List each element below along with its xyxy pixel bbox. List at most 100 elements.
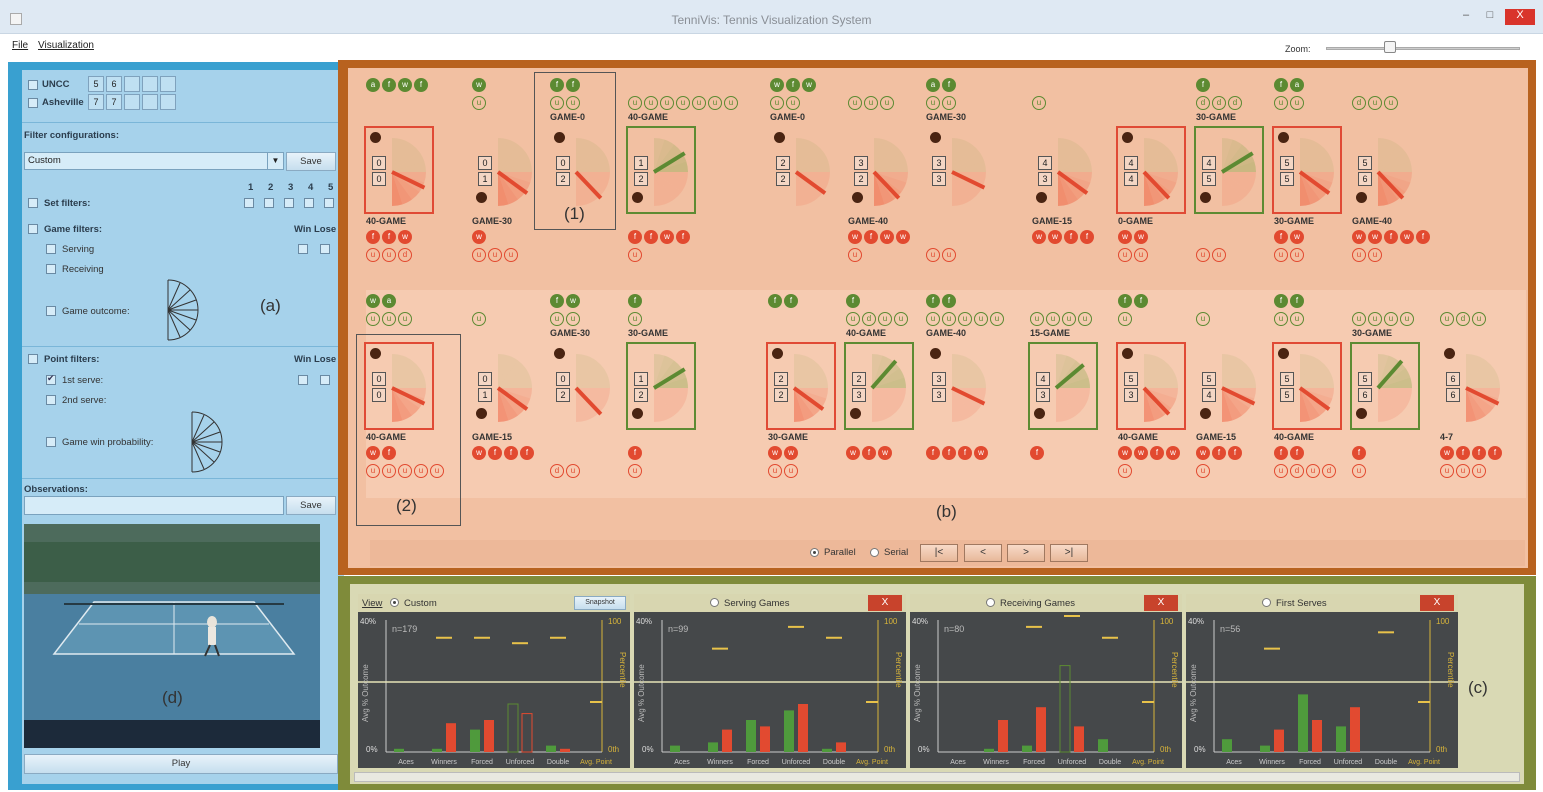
first-serve-checkbox[interactable] (46, 373, 56, 385)
first-serve-win-checkbox[interactable] (298, 375, 308, 385)
game-box-red[interactable] (364, 126, 434, 214)
point-outcome-marker: w (1118, 446, 1132, 460)
win-probability-fan (792, 354, 828, 422)
game-box-red[interactable] (1116, 342, 1186, 430)
next-game-button[interactable]: > (1007, 544, 1045, 562)
point-outcome-marker: d (1352, 96, 1366, 110)
set-filter-checkbox[interactable] (304, 198, 314, 208)
close-pane-button[interactable]: X (1144, 595, 1178, 611)
point-outcome-marker: f (414, 78, 428, 92)
first-serve-lose-checkbox[interactable] (320, 375, 330, 385)
point-outcome-marker: u (488, 248, 502, 262)
observations-input[interactable] (24, 496, 284, 515)
team-asheville-checkbox[interactable] (28, 98, 38, 108)
point-outcome-marker: u (1384, 96, 1398, 110)
point-outcome-marker: w (1368, 230, 1382, 244)
second-serve-checkbox[interactable] (46, 395, 56, 405)
zoom-slider-track[interactable] (1326, 47, 1520, 50)
zoom-slider-thumb[interactable] (1384, 41, 1396, 53)
point-outcome-marker: u (628, 248, 642, 262)
set-filter-checkbox[interactable] (264, 198, 274, 208)
team-uncc-checkbox[interactable] (28, 80, 38, 90)
view-radio[interactable] (986, 598, 995, 607)
filter-config-select[interactable]: Custom ▼ (24, 152, 284, 170)
parallel-radio[interactable] (810, 548, 819, 557)
serving-win-checkbox[interactable] (298, 244, 308, 254)
serve-indicator-dot (1278, 348, 1289, 359)
point-outcome-marker: u (1290, 312, 1304, 326)
serve-indicator-dot (1122, 132, 1133, 143)
video-player[interactable]: (d) (24, 524, 320, 748)
first-game-button[interactable]: |< (920, 544, 958, 562)
game-box-red[interactable] (1116, 126, 1186, 214)
game-box-red[interactable] (766, 342, 836, 430)
snapshot-button[interactable]: Snapshot (574, 596, 626, 610)
set-filter-checkbox[interactable] (244, 198, 254, 208)
menu-visualization[interactable]: Visualization (38, 40, 94, 51)
point-outcome-marker: u (1196, 248, 1210, 262)
maximize-button[interactable]: □ (1486, 9, 1494, 21)
close-pane-button[interactable]: X (868, 595, 902, 611)
point-outcome-marker: f (784, 294, 798, 308)
point-outcome-marker: u (1290, 96, 1304, 110)
game-score-box: 3 (854, 156, 868, 170)
serving-lose-checkbox[interactable] (320, 244, 330, 254)
game-outcome-checkbox[interactable] (46, 306, 56, 316)
point-outcome-marker: u (1400, 312, 1414, 326)
point-outcome-marker: d (1196, 96, 1210, 110)
save-config-button[interactable]: Save (286, 152, 336, 171)
point-outcome-marker: u (926, 312, 940, 326)
serve-indicator-dot (1034, 408, 1045, 419)
win-probability-fan (1298, 354, 1334, 422)
view-radio[interactable] (710, 598, 719, 607)
view-radio[interactable] (1262, 598, 1271, 607)
game-box-red[interactable] (1272, 342, 1342, 430)
chevron-down-icon[interactable]: ▼ (267, 153, 283, 169)
play-button[interactable]: Play (24, 754, 338, 774)
save-observation-button[interactable]: Save (286, 496, 336, 515)
point-outcome-marker: d (1456, 312, 1470, 326)
last-game-button[interactable]: >| (1050, 544, 1088, 562)
minimize-button[interactable]: – (1462, 9, 1470, 21)
serving-checkbox[interactable] (46, 244, 56, 254)
point-outcome-marker: f (1212, 446, 1226, 460)
game-box-green[interactable] (844, 342, 914, 430)
set-filter-checkbox[interactable] (284, 198, 294, 208)
close-pane-button[interactable]: X (1420, 595, 1454, 611)
game-box-green[interactable] (1028, 342, 1098, 430)
point-filters-checkbox[interactable] (28, 354, 38, 364)
game-filters-checkbox[interactable] (28, 224, 38, 234)
point-outcome-marker: w (472, 446, 486, 460)
category-label: Aces (950, 759, 966, 766)
bar-red (836, 742, 846, 752)
game-win-prob-checkbox[interactable] (46, 437, 56, 447)
point-outcome-marker: f (1488, 446, 1502, 460)
close-button[interactable]: X (1505, 9, 1535, 25)
bar-red (722, 729, 732, 752)
set-filters-checkbox[interactable] (28, 198, 38, 208)
set-filter-checkbox[interactable] (324, 198, 334, 208)
view-radio[interactable] (390, 598, 399, 607)
point-outcome-marker: u (628, 464, 642, 478)
point-outcome-marker: u (1368, 248, 1382, 262)
serve-indicator-dot (1036, 192, 1047, 203)
y-axis-max-label: 40% (1188, 617, 1204, 626)
point-outcome-marker: f (628, 294, 642, 308)
game-box-green[interactable] (1194, 126, 1264, 214)
game-box-green[interactable] (626, 126, 696, 214)
bar-red (760, 726, 770, 752)
horizontal-scrollbar[interactable] (354, 772, 1520, 782)
win-probability-semicircle-selector[interactable] (190, 410, 230, 474)
serial-radio[interactable] (870, 548, 879, 557)
game-box-green[interactable] (1350, 342, 1420, 430)
game-outcome-semicircle-selector[interactable] (166, 278, 206, 342)
game-box-green[interactable] (626, 342, 696, 430)
bar-green (1260, 745, 1270, 752)
bar-red (560, 748, 570, 752)
receiving-checkbox[interactable] (46, 264, 56, 274)
menu-file[interactable]: File (12, 40, 29, 51)
point-outcome-marker: u (1062, 312, 1076, 326)
game-box-red[interactable] (1272, 126, 1342, 214)
game-box-red[interactable] (364, 342, 434, 430)
prev-game-button[interactable]: < (964, 544, 1002, 562)
